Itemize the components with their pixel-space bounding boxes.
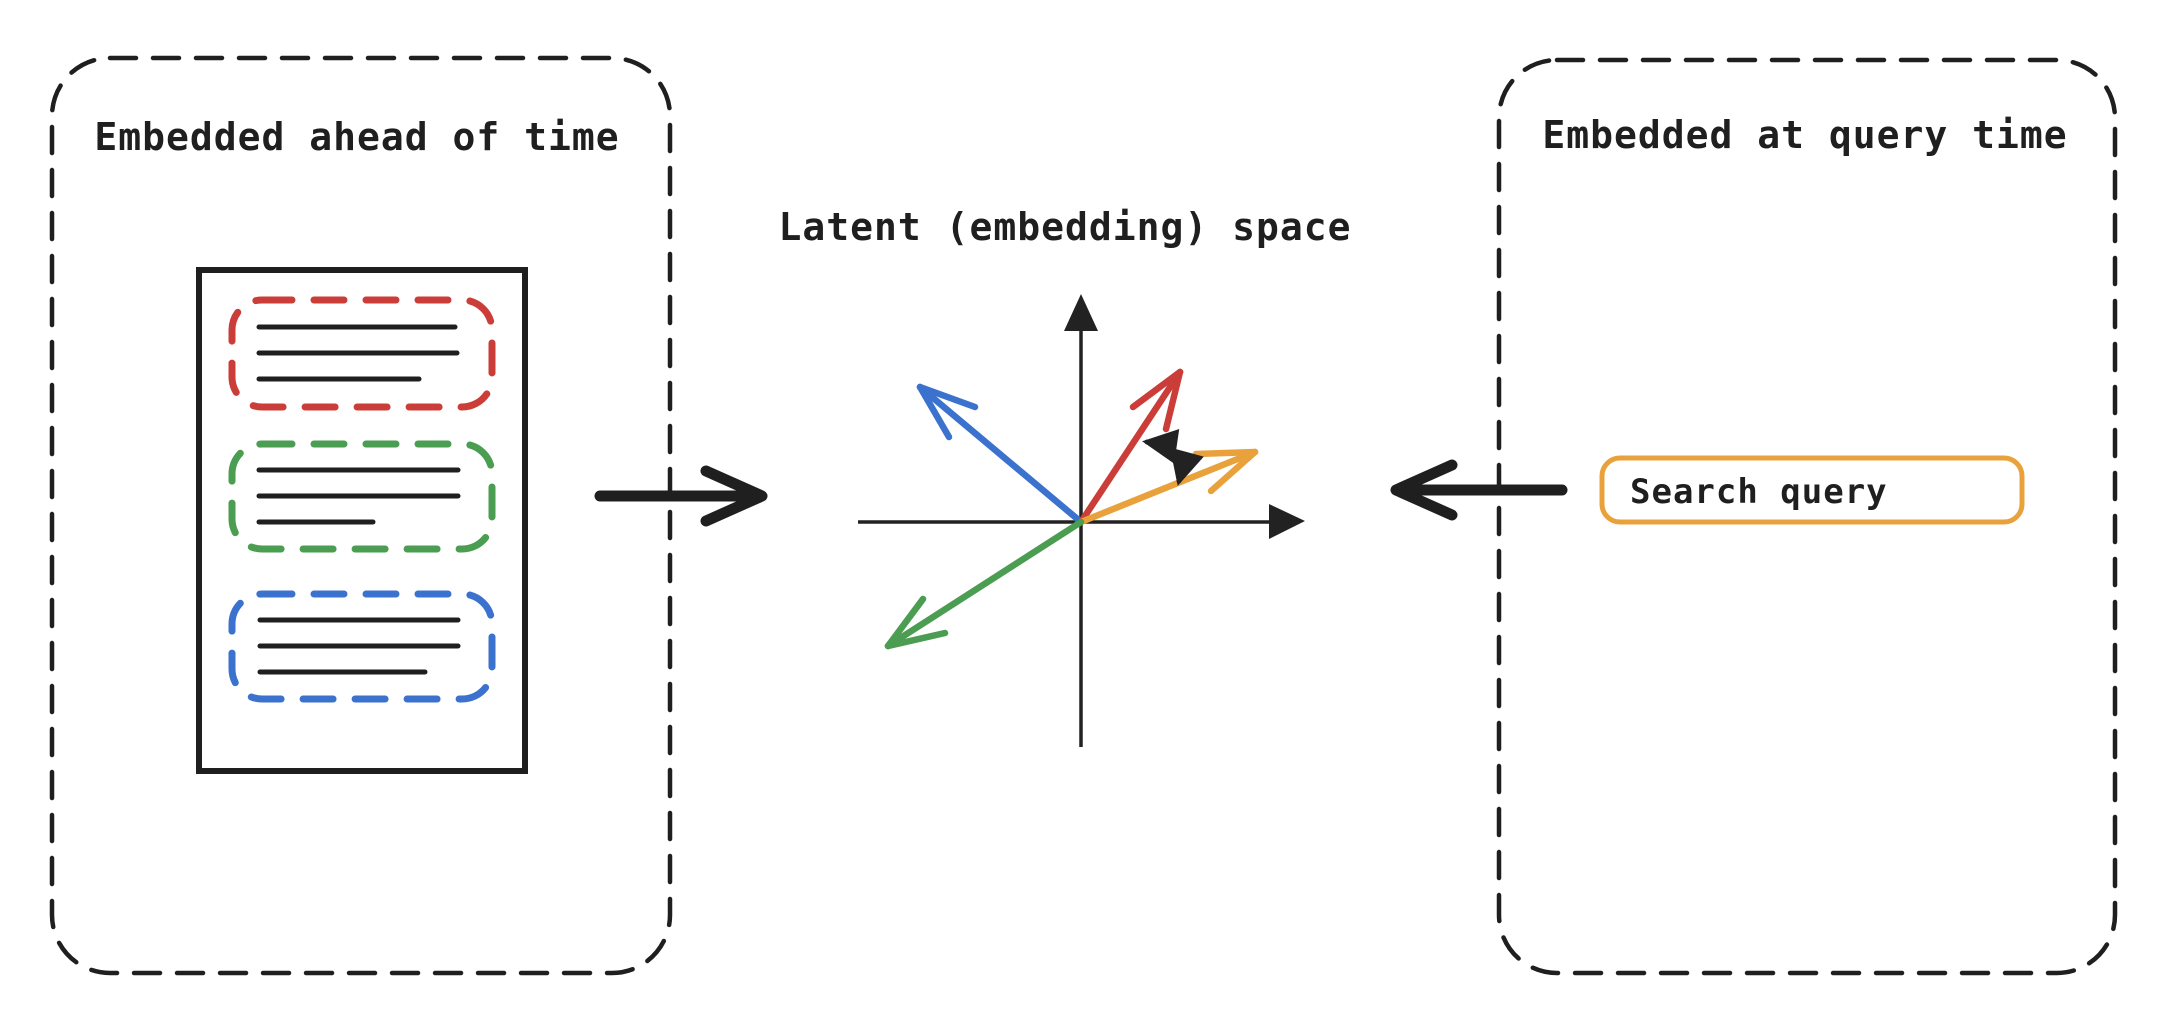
pre-embedded-panel-title: Embedded ahead of time bbox=[94, 115, 619, 159]
document-chunk-red bbox=[228, 296, 496, 411]
pre-embedded-panel: Embedded ahead of time bbox=[49, 55, 673, 976]
query-time-panel: Embedded at query time Search query bbox=[1496, 57, 2118, 976]
chunk-blue-outline bbox=[228, 590, 496, 703]
search-query-label: Search query bbox=[1630, 472, 1888, 512]
search-query-box-outline bbox=[1599, 455, 2025, 525]
document-chunk-blue bbox=[228, 590, 496, 703]
search-query-box: Search query bbox=[1599, 455, 2025, 525]
y-axis-arrowhead-icon bbox=[1064, 294, 1098, 331]
vector-chunk-green bbox=[884, 518, 1085, 650]
query-time-panel-title: Embedded at query time bbox=[1542, 113, 2067, 157]
flow-arrow-query-to-space-icon bbox=[1390, 459, 1568, 521]
document bbox=[196, 267, 528, 774]
angle-arc-icon bbox=[1142, 429, 1204, 486]
latent-space: Latent (embedding) space bbox=[778, 205, 1351, 747]
pre-embedded-panel-border bbox=[49, 55, 673, 976]
vector-query-orange bbox=[1077, 448, 1259, 526]
vector-chunk-red bbox=[1077, 368, 1184, 526]
flow-arrow-documents-to-space-icon bbox=[594, 465, 768, 527]
query-time-panel-border bbox=[1496, 57, 2118, 976]
latent-space-title: Latent (embedding) space bbox=[778, 205, 1351, 249]
axes bbox=[858, 294, 1305, 747]
x-axis-arrowhead-icon bbox=[1269, 504, 1305, 539]
chunk-red-outline bbox=[228, 296, 496, 411]
chunk-green-outline bbox=[228, 440, 496, 553]
vector-chunk-blue bbox=[916, 383, 1085, 526]
document-chunk-green bbox=[228, 440, 496, 553]
